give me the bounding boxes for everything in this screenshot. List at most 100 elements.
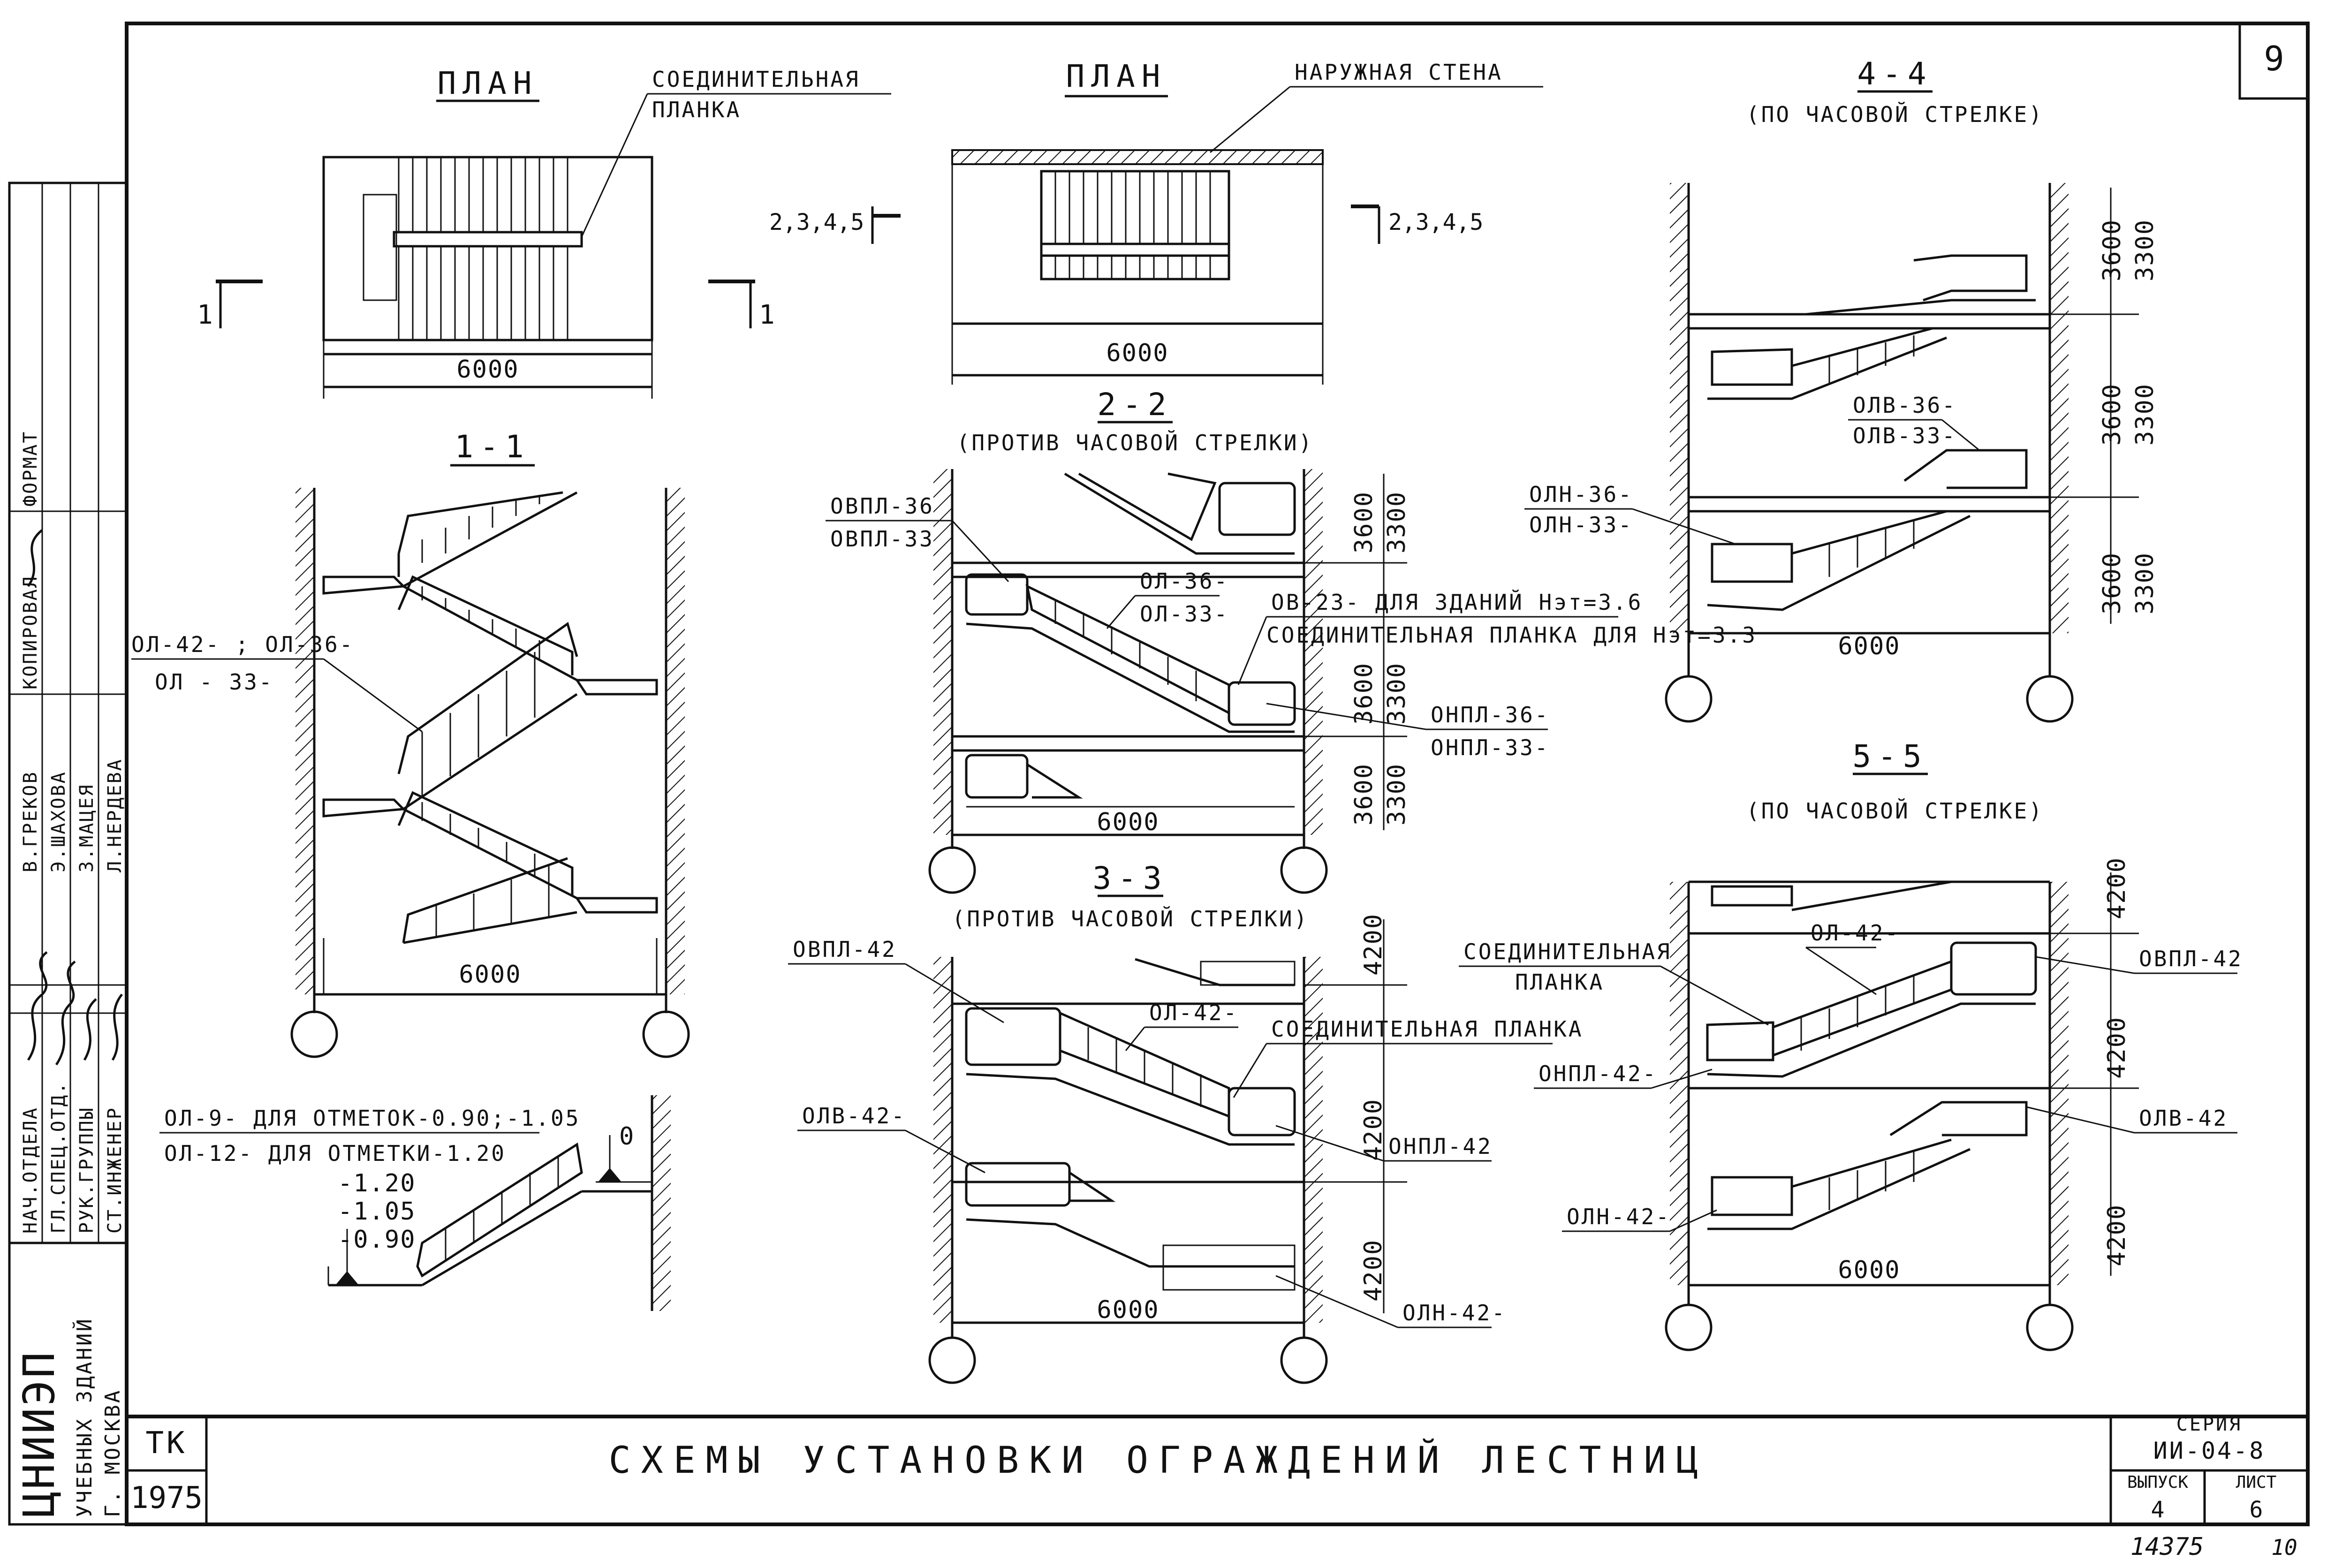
footer-page: 10 (2271, 1535, 2297, 1560)
section-4-oln-1: ОЛН-36- (1529, 482, 1633, 507)
section-3-plank: СОЕДИНИТЕЛЬНАЯ ПЛАНКА (1271, 1016, 1584, 1042)
section-2-subtitle: (ПРОТИВ ЧАСОВОЙ СТРЕЛКИ) (957, 430, 1314, 455)
section-5-h-0: 4200 (2103, 857, 2131, 919)
plan-2-callout: НАРУЖНАЯ СТЕНА (1295, 60, 1503, 85)
stamp-name-3: Л.НЕРДЕВА (104, 758, 126, 872)
section-5-title: 5-5 (1852, 738, 1928, 774)
section-2-ovpl-1: ОВПЛ-36 (830, 493, 934, 519)
section-2-title: 2-2 (1097, 386, 1173, 423)
stamp-role-0: НАЧ.ОТДЕЛА (20, 1106, 41, 1234)
footer-number: 14375 (2130, 1533, 2204, 1561)
section-2-ovpl-2: ОВПЛ-33 (830, 526, 934, 552)
tk-label: ТК (145, 1426, 187, 1461)
detail-view: ОЛ-9- ДЛЯ ОТМЕТОК-0.90;-1.05 ОЛ-12- ДЛЯ … (159, 1095, 671, 1311)
plan-1-callout-1: СОЕДИНИТЕЛЬНАЯ (652, 67, 860, 92)
section-2-onpl-1: ОНПЛ-36- (1431, 702, 1550, 727)
section-4-h-2-b: 3300 (2131, 552, 2159, 614)
section-5-oln: ОЛН-42- (1567, 1204, 1671, 1229)
section-4-h-1-a: 3600 (2098, 383, 2126, 446)
stamp-role-3: СТ.ИНЖЕНЕР (104, 1106, 126, 1234)
signatures (27, 529, 123, 1066)
section-5-h-1: 4200 (2103, 1016, 2131, 1079)
stamp-role-1: ГЛ.СПЕЦ.ОТД. (48, 1081, 69, 1234)
plan-1-callout-2: ПЛАНКА (652, 97, 741, 122)
stamp-role-2: РУК.ГРУППЫ (76, 1106, 98, 1234)
section-4-olv-1: ОЛВ-36- (1853, 393, 1957, 418)
section-4-title: 4-4 (1857, 56, 1933, 92)
section-2-h-2-b: 3300 (1383, 763, 1411, 826)
section-3-ovpl: ОВПЛ-42 (793, 937, 897, 962)
series-value: ИИ-04-8 (2153, 1437, 2266, 1464)
stamp-name-1: Э.ШАХОВА (48, 771, 69, 872)
section-5-h-2: 4200 (2103, 1204, 2131, 1266)
section-4-h-0-a: 3600 (2098, 219, 2126, 281)
section-4-olv-2: ОЛВ-33- (1853, 423, 1957, 448)
section-2-h-1-b: 3300 (1383, 662, 1411, 725)
section-2-h-0-a: 3600 (1350, 491, 1378, 553)
section-3-subtitle: (ПРОТИВ ЧАСОВОЙ СТРЕЛКИ) (952, 906, 1309, 932)
section-5-subtitle: (ПО ЧАСОВОЙ СТРЕЛКЕ) (1746, 798, 2044, 824)
detail-mark-0: -1.20 (338, 1169, 416, 1197)
stamp-name-2: З.МАЦЕЯ (76, 783, 98, 872)
plan-2-cut-left: 2,3,4,5 (769, 209, 864, 235)
section-5: 5-5 (ПО ЧАСОВОЙ СТРЕЛКЕ) 6000 (1459, 738, 2243, 1351)
section-2-ol-2: ОЛ-33- (1140, 601, 1229, 627)
section-4-h-0-b: 3300 (2131, 219, 2159, 281)
section-5-onpl: ОНПЛ-42- (1539, 1061, 1658, 1086)
section-5-olv: ОЛВ-42 (2139, 1106, 2228, 1131)
section-2-ov: ОВ-23- ДЛЯ ЗДАНИЙ Hэт=3.6 (1271, 590, 1643, 615)
section-4: 4-4 (ПО ЧАСОВОЙ СТРЕЛКЕ) 6000 (1524, 56, 2159, 723)
series-label: СЕРИЯ (2176, 1414, 2242, 1435)
issue-value: 4 (2151, 1497, 2165, 1523)
sheet-number: 9 (2264, 39, 2284, 78)
stamp-name-0: В.ГРЕКОВ (20, 771, 41, 872)
section-2-h-0-b: 3300 (1383, 491, 1411, 553)
section-3-dim: 6000 (1097, 1296, 1159, 1324)
plan-1-dim: 6000 (456, 356, 519, 384)
plan-2-cut-right: 2,3,4,5 (1388, 209, 1483, 235)
stamp-format: ФОРМАТ (20, 431, 41, 507)
detail-mark-1: -1.05 (338, 1197, 416, 1226)
detail-mark-2: -0.90 (338, 1226, 416, 1254)
section-3-onpl: ОНПЛ-42 (1388, 1134, 1493, 1159)
plan-1-cut-left: 1 (197, 300, 213, 330)
section-2-h-1-a: 3600 (1350, 662, 1378, 725)
org-code: ЦНИИЭП (14, 1350, 64, 1517)
section-2: 2-2 (ПРОТИВ ЧАСОВОЙ СТРЕЛКИ) 6000 (826, 386, 1755, 894)
section-5-plank-2: ПЛАНКА (1515, 970, 1604, 995)
section-2-onpl-2: ОНПЛ-33- (1431, 735, 1550, 760)
section-5-ol: ОЛ-42- (1811, 920, 1900, 946)
section-4-oln-2: ОЛН-33- (1529, 512, 1633, 538)
issue-label: ВЫПУСК (2127, 1473, 2188, 1492)
section-4-h-2-a: 3600 (2098, 552, 2126, 614)
plan-1-cut-right: 1 (759, 300, 775, 330)
section-3: 3-3 (ПРОТИВ ЧАСОВОЙ СТРЕЛКИ) 6000 (788, 860, 1584, 1384)
org-name-2: Г. МОСКВА (101, 1389, 125, 1517)
section-2-h-2-a: 3600 (1350, 763, 1378, 826)
section-1-title: 1-1 (455, 429, 530, 465)
org-name-1: УЧЕБНЫХ ЗДАНИЙ (72, 1317, 97, 1517)
section-4-dim: 6000 (1838, 632, 1900, 660)
section-4-h-1-b: 3300 (2131, 383, 2159, 446)
detail-zero: 0 (619, 1122, 635, 1151)
plan-1: ПЛАН СОЕДИНИТЕЛЬНАЯ ПЛАНКА 600 (197, 65, 891, 399)
section-5-ovpl: ОВПЛ-42 (2139, 946, 2243, 971)
section-2-ol-1: ОЛ-36- (1140, 568, 1229, 594)
plan-1-title: ПЛАН (438, 65, 538, 101)
plan-2-title: ПЛАН (1066, 58, 1167, 94)
stamp-copied: КОПИРОВАЛ (20, 575, 41, 689)
section-3-ol: ОЛ-42- (1149, 1000, 1238, 1025)
section-3-h-0: 4200 (1359, 913, 1387, 976)
title-stamp (8, 182, 128, 1526)
section-3-title: 3-3 (1092, 860, 1168, 896)
detail-line-2: ОЛ-12- ДЛЯ ОТМЕТКИ-1.20 (164, 1141, 506, 1166)
detail-line-1: ОЛ-9- ДЛЯ ОТМЕТОК-0.90;-1.05 (164, 1106, 580, 1131)
section-5-dim: 6000 (1838, 1256, 1900, 1284)
section-5-plank-1: СОЕДИНИТЕЛЬНАЯ (1463, 939, 1672, 964)
section-1-callout-2: ОЛ - 33- (155, 669, 274, 695)
sheet-frame (125, 22, 2310, 1526)
section-3-oln: ОЛН-42- (1402, 1300, 1507, 1326)
list-value: 6 (2250, 1497, 2263, 1523)
section-3-olv: ОЛВ-42- (802, 1103, 906, 1129)
